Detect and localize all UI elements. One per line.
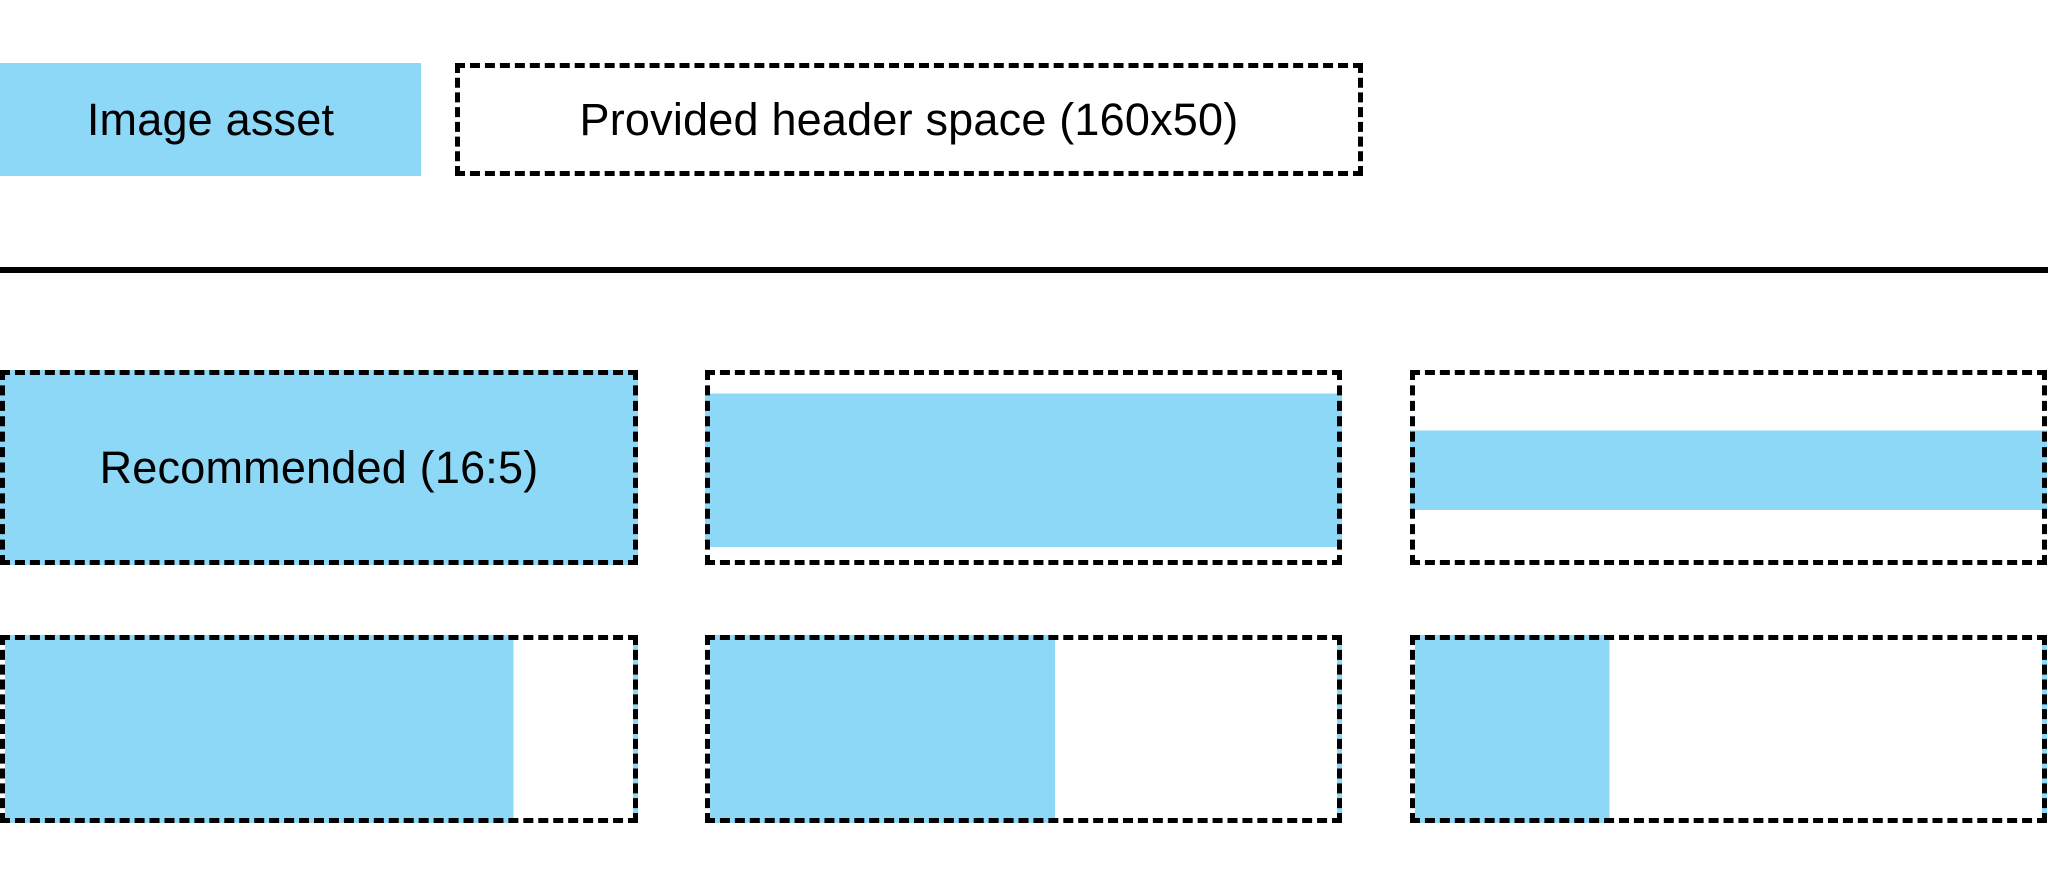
image-asset-label: Image asset	[86, 93, 335, 145]
example-cell-full-height-half-width	[705, 635, 1342, 823]
example-cell-recommended: Recommended (16:5)	[0, 370, 638, 565]
example-cell-full-height-narrower	[0, 635, 638, 823]
recommended-label: Recommended (16:5)	[99, 441, 539, 493]
example-cell-full-width-thin-strip	[1410, 370, 2047, 565]
image-asset-swatch: Image asset	[0, 63, 421, 176]
section-divider-line	[0, 267, 2048, 273]
example-cell-full-height-quarter-width	[1410, 635, 2047, 823]
provided-header-space-label: Provided header space (160x50)	[579, 93, 1239, 145]
example-cell-full-width-shorter	[705, 370, 1342, 565]
provided-header-space-box: Provided header space (160x50)	[455, 63, 1363, 176]
